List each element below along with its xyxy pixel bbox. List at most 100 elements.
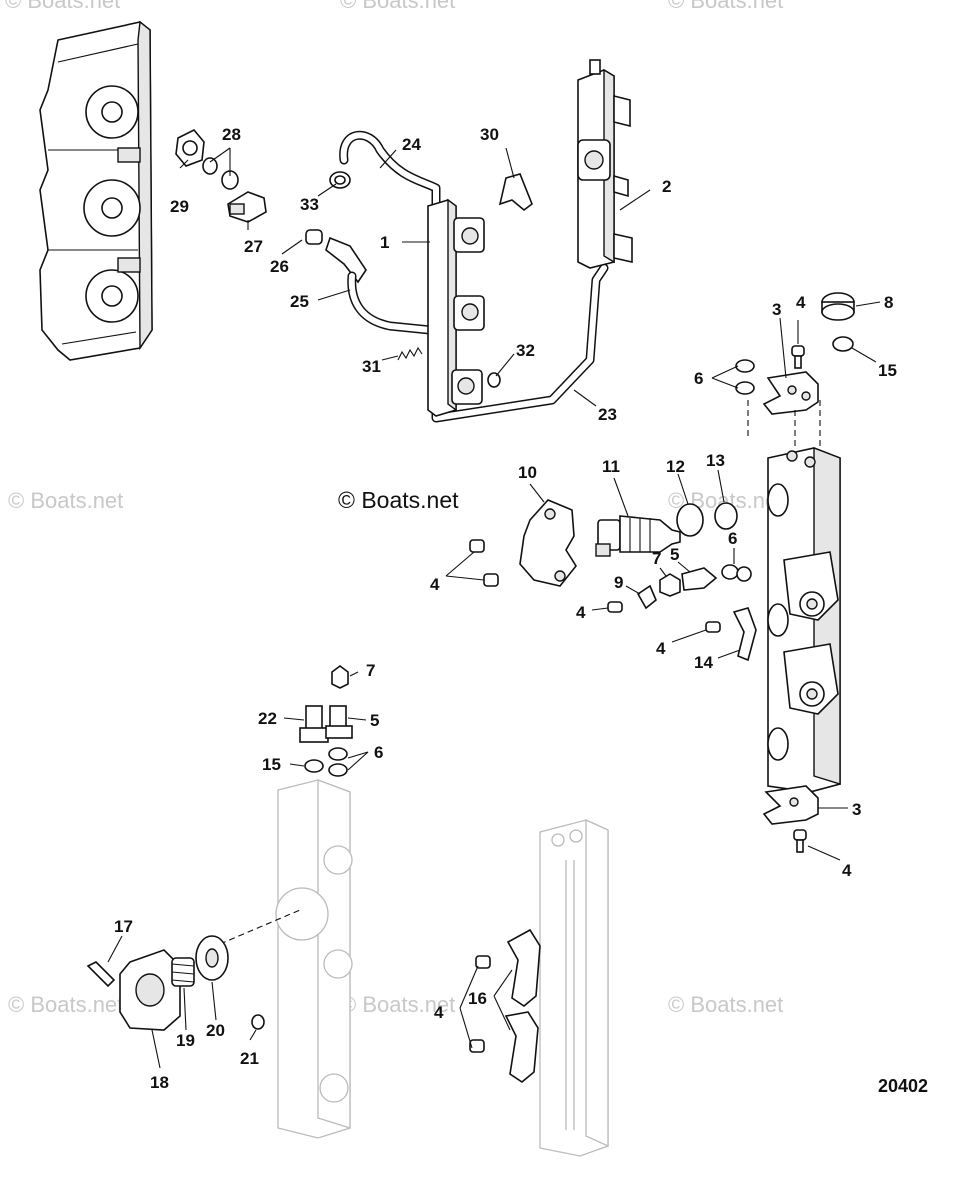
brackets-16 (504, 928, 541, 1083)
clip-9 (636, 584, 657, 610)
injector-11 (595, 515, 681, 557)
callout-label: 8 (884, 293, 893, 312)
callout-label: 16 (468, 989, 487, 1008)
watermark: © Boats.net (340, 992, 455, 1017)
callout-label: 6 (694, 369, 703, 388)
callout-label: 5 (370, 711, 379, 730)
cylinder-head-cover (39, 20, 153, 361)
diaphragm-20 (195, 935, 229, 981)
watermark: © Boats.net (8, 992, 123, 1017)
o-ring-12 (676, 503, 704, 537)
callout-label: 6 (728, 529, 737, 548)
callout-label: 14 (694, 653, 713, 672)
screw-4-upper (791, 345, 805, 369)
fitting-5-right (681, 567, 718, 591)
o-ring-15-lower (304, 759, 324, 773)
clamp-33 (329, 171, 351, 189)
fuel-manifold-body (767, 446, 841, 793)
callout-label: 20 (206, 1021, 225, 1040)
plug-8 (821, 292, 855, 321)
o-rings-6-lower (328, 747, 348, 777)
callout-label: 30 (480, 125, 499, 144)
callout-label: 2 (662, 177, 671, 196)
manifold-ghost-right (539, 818, 609, 1157)
nut-7-right (659, 573, 681, 597)
callout-label: 28 (222, 125, 241, 144)
sensor-27 (227, 191, 267, 223)
fitting-5-lower (325, 705, 353, 739)
watermark: © Boats.net (668, 0, 783, 13)
nut-7-lower (331, 665, 349, 689)
o-rings-6-upper (735, 359, 755, 395)
cover-18 (119, 949, 181, 1031)
plug-seal-29 (175, 129, 205, 167)
watermarks: © Boats.net © Boats.net © Boats.net © Bo… (5, 0, 783, 1017)
callout-label: 7 (366, 661, 375, 680)
fuel-rail-1 (427, 198, 485, 417)
callout-label: 1 (380, 233, 389, 252)
bracket-30 (498, 173, 533, 212)
callout-label: 10 (518, 463, 537, 482)
retainer-3-lower (762, 785, 819, 825)
callout-label: 3 (772, 300, 781, 319)
callout-label: 9 (614, 573, 623, 592)
retainer-3-upper (762, 371, 819, 415)
callout-label: 24 (402, 135, 421, 154)
watermark: © Boats.net (5, 0, 120, 13)
callout-label: 12 (666, 457, 685, 476)
callout-label: 6 (374, 743, 383, 762)
callout-label: 4 (656, 639, 666, 658)
callout-label: 3 (852, 800, 861, 819)
figure-number: 20402 (878, 1076, 928, 1096)
callout-label: 23 (598, 405, 617, 424)
o-ring-15-upper (832, 336, 854, 352)
screw-4-lower (793, 829, 807, 853)
clip-14 (732, 607, 757, 662)
callout-label: 19 (176, 1031, 195, 1050)
spring-31 (397, 346, 423, 361)
o-ring-21 (251, 1014, 265, 1030)
callout-label: 31 (362, 357, 381, 376)
callout-label: 13 (706, 451, 725, 470)
callout-label: 25 (290, 292, 309, 311)
cap-26 (305, 229, 323, 245)
screw-17 (86, 961, 116, 988)
callout-label: 27 (244, 237, 263, 256)
screws-4-left (469, 539, 499, 587)
callout-label: 4 (430, 575, 440, 594)
o-rings-6-right (721, 564, 752, 582)
spring-19 (171, 957, 195, 987)
callout-label: 17 (114, 917, 133, 936)
screw-4-mid (607, 601, 623, 613)
callout-label: 4 (796, 293, 806, 312)
fitting-22 (299, 705, 329, 743)
brand-label: © Boats.net (338, 487, 459, 513)
bracket-10 (519, 499, 577, 587)
watermark: © Boats.net (340, 0, 455, 13)
callout-label: 26 (270, 257, 289, 276)
callout-label: 33 (300, 195, 319, 214)
callout-label: 15 (878, 361, 897, 380)
callout-label: 4 (576, 603, 586, 622)
callout-label: 5 (670, 545, 679, 564)
leader-lines (107, 147, 881, 1069)
callout-label: 11 (602, 457, 620, 476)
screws-4-lower-right (469, 955, 491, 1053)
callout-label: 22 (258, 709, 277, 728)
callout-label: 18 (150, 1073, 169, 1092)
seal-32 (487, 372, 501, 388)
o-ring-13 (714, 502, 738, 530)
callout-label: 4 (842, 861, 852, 880)
callout-label: 21 (240, 1049, 259, 1068)
screw-4-right (705, 621, 721, 633)
callout-label: 32 (516, 341, 535, 360)
watermark: © Boats.net (8, 488, 123, 513)
fitting-25 (325, 236, 367, 284)
callout-labels: 1 2 3 3 4 4 4 4 4 4 5 5 6 6 6 7 7 8 9 10… (114, 125, 897, 1092)
fuel-rail-2 (577, 59, 633, 269)
fuel-manifold-ghost (275, 779, 353, 1139)
callout-label: 29 (170, 197, 189, 216)
watermark: © Boats.net (668, 992, 783, 1017)
o-rings-28 (202, 157, 239, 190)
